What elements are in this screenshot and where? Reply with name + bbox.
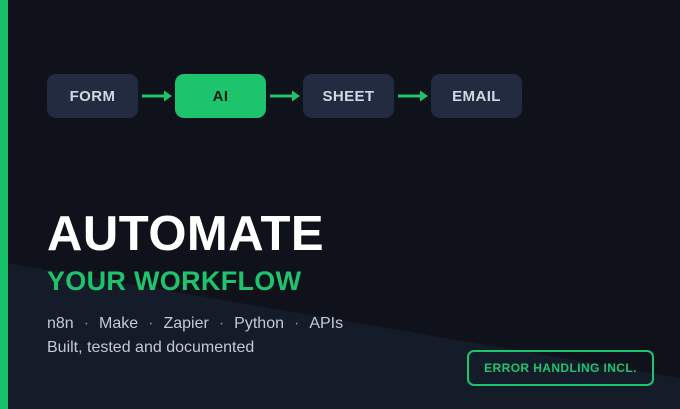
tool-n8n: n8n xyxy=(47,315,74,332)
tool-apis: APIs xyxy=(309,315,344,332)
arrow-right-icon xyxy=(138,74,175,118)
headline: AUTOMATE xyxy=(47,207,325,261)
tool-python: Python xyxy=(234,315,284,332)
tagline: Built, tested and documented xyxy=(47,339,255,356)
flow-node-form: FORM xyxy=(47,74,138,118)
arrow-right-icon xyxy=(266,74,303,118)
accent-stripe xyxy=(0,0,8,409)
tools-list: n8n · Make · Zapier · Python · APIs xyxy=(47,314,343,334)
separator: · xyxy=(293,315,300,332)
error-handling-badge: ERROR HANDLING INCL. xyxy=(467,350,654,386)
subheadline: YOUR WORKFLOW xyxy=(47,266,302,296)
flow-node-sheet: SHEET xyxy=(303,74,394,118)
separator: · xyxy=(83,315,90,332)
tool-zapier: Zapier xyxy=(163,315,209,332)
arrow-right-icon xyxy=(394,74,431,118)
tool-make: Make xyxy=(99,315,139,332)
flow-node-email: EMAIL xyxy=(431,74,522,118)
workflow-diagram: FORM AI SHEET EMAIL xyxy=(47,74,522,118)
separator: · xyxy=(218,315,225,332)
separator: · xyxy=(148,315,154,332)
flow-node-ai: AI xyxy=(175,74,266,118)
